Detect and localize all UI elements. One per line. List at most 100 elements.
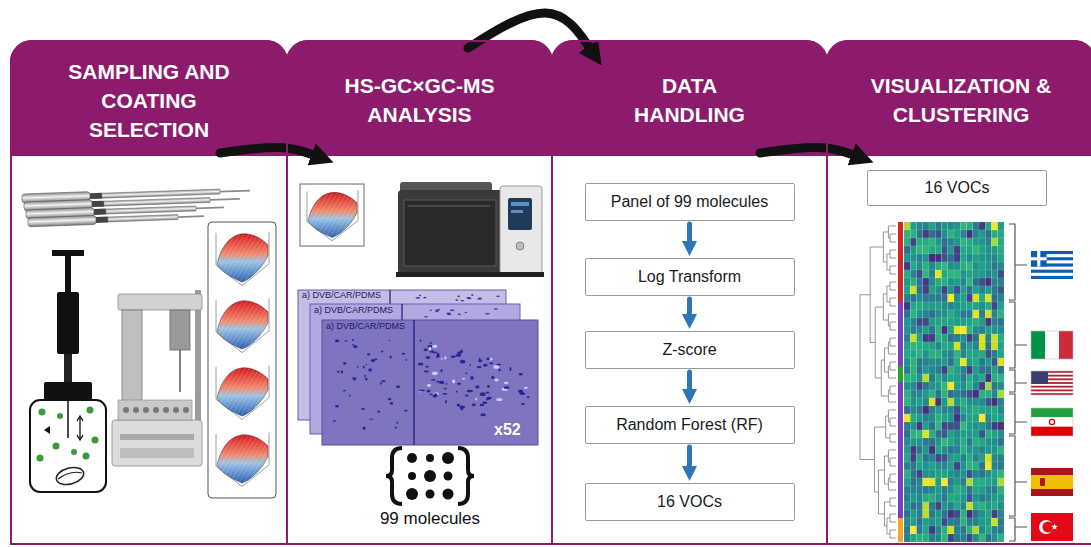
- heatmap: [979, 430, 985, 438]
- heatmap: [960, 478, 966, 486]
- heatmap: [979, 254, 985, 262]
- heatmap: [979, 326, 985, 334]
- heatmap: [942, 462, 948, 470]
- heatmap: [948, 486, 954, 494]
- headspace-vial: [83, 453, 90, 460]
- chromatogram-peaks: [487, 357, 490, 360]
- spme-fiber: [220, 190, 250, 193]
- heatmap: [910, 342, 916, 350]
- chromatogram-peaks: [460, 408, 463, 411]
- chromatogram-peaks: [344, 340, 347, 342]
- heatmap: [979, 414, 985, 422]
- heatmap: [979, 310, 985, 318]
- heatmap: [923, 366, 929, 374]
- molecule-icon: [444, 472, 453, 481]
- heatmap: [935, 254, 941, 262]
- chromatogram: [298, 290, 538, 445]
- heatmap: [967, 486, 973, 494]
- heatmap: [942, 262, 948, 270]
- heatmap: [973, 406, 979, 414]
- chromatogram-peaks: [482, 402, 487, 404]
- spme-fiber: [196, 207, 224, 210]
- molecule-count: 99 molecules: [380, 510, 480, 529]
- chromatogram-peaks: [509, 367, 511, 371]
- chromatogram-peaks: [435, 311, 438, 313]
- heatmap: [904, 454, 910, 462]
- heatmap: [998, 254, 1004, 262]
- chromatogram-peaks: [381, 380, 385, 382]
- heatmap: [960, 342, 966, 350]
- chromatogram-peaks: [418, 363, 424, 366]
- chromatogram-peaks: [396, 386, 400, 389]
- flag-usa: [1031, 371, 1048, 384]
- stage-arrow: [220, 147, 316, 156]
- heatmap: [979, 318, 985, 326]
- chromatogram-peaks: [343, 362, 346, 365]
- chromatogram-peaks: [395, 426, 397, 428]
- heatmap: [923, 238, 929, 246]
- spme-fiber: [92, 201, 104, 207]
- heatmap: [942, 382, 948, 390]
- heatmap: [923, 478, 929, 486]
- chromatogram-label: a) DVB/CAR/PDMS: [314, 306, 393, 316]
- heatmap: [960, 494, 966, 502]
- chromatogram-peaks: [436, 354, 440, 357]
- dendrogram: [879, 470, 885, 514]
- heatmap: [979, 246, 985, 254]
- box-label: Log Transform: [638, 267, 741, 287]
- heatmap: [954, 534, 960, 542]
- heatmap: [942, 414, 948, 422]
- heatmap: [954, 406, 960, 414]
- autosampler: [112, 420, 202, 466]
- heatmap: [904, 430, 910, 438]
- dendrogram: [888, 410, 896, 422]
- chromatogram-peaks: [455, 354, 461, 357]
- heatmap: [923, 310, 929, 318]
- heatmap: [985, 302, 991, 310]
- heatmap: [910, 238, 916, 246]
- heatmap: [935, 358, 941, 366]
- heatmap: [929, 438, 935, 446]
- flag-turkey: [1031, 513, 1073, 541]
- chromatogram-peaks: [447, 314, 451, 316]
- heatmap: [992, 254, 998, 262]
- heatmap: [935, 294, 941, 302]
- heatmap: [942, 446, 948, 454]
- heatmap: [917, 230, 923, 238]
- chromatogram-peaks: [363, 366, 365, 369]
- heatmap: [923, 502, 929, 510]
- heatmap: [942, 486, 948, 494]
- chromatogram-peaks: [519, 373, 523, 376]
- surface-plot: [216, 433, 269, 487]
- heatmap: [942, 230, 948, 238]
- molecule-icon: [443, 489, 454, 500]
- heatmap: [992, 422, 998, 430]
- heatmap: [967, 334, 973, 342]
- heatmap: [985, 230, 991, 238]
- chromatogram-peaks: [352, 344, 355, 345]
- dendrogram: [884, 456, 888, 484]
- heatmap: [979, 478, 985, 486]
- chromatogram-label: a) DVB/CAR/PDMS: [326, 322, 405, 332]
- heatmap: [910, 398, 916, 406]
- heatmap: [910, 222, 916, 230]
- heatmap: [904, 406, 910, 414]
- heatmap: [985, 318, 991, 326]
- box-label: 16 VOCs: [925, 178, 990, 198]
- chromatogram-peaks: [423, 297, 426, 299]
- heatmap: [904, 318, 910, 326]
- heatmap: [960, 230, 966, 238]
- spme-fiber: [94, 209, 106, 215]
- chromatogram-peaks: [457, 383, 461, 385]
- heatmap: [960, 398, 966, 406]
- autosampler: [143, 407, 149, 413]
- heatmap: [992, 270, 998, 278]
- heatmap: [948, 510, 954, 518]
- heatmap: [998, 366, 1004, 374]
- heatmap: [935, 486, 941, 494]
- dendrogram: [883, 232, 888, 262]
- headspace-vial: [64, 354, 72, 382]
- heatmap: [954, 318, 960, 326]
- heatmap: [992, 502, 998, 510]
